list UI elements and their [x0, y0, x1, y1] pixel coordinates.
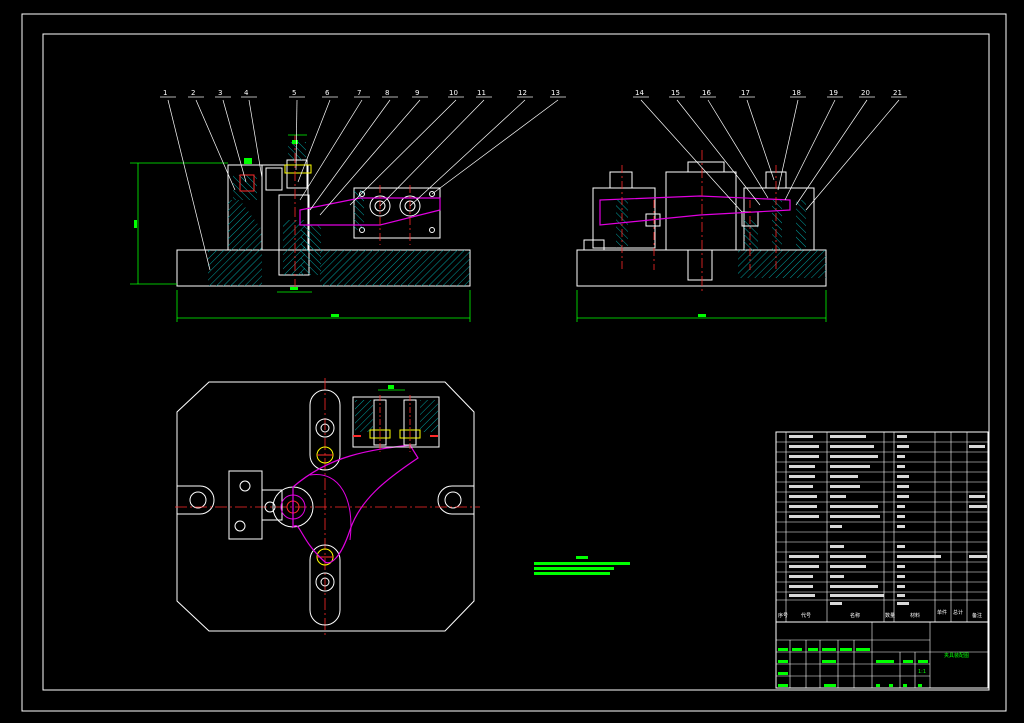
outer-frame [21, 13, 1007, 712]
top-view [175, 378, 480, 636]
balloon-label: 1 [163, 89, 167, 97]
balloon-label: 19 [829, 89, 838, 97]
balloon-label: 17 [741, 89, 750, 97]
balloon-label: 4 [244, 89, 249, 97]
top-workpiece [292, 444, 419, 564]
front-balloon-labels: 1 2 3 4 5 6 7 8 9 10 11 12 13 [163, 89, 560, 97]
inner-frame [42, 33, 990, 691]
technical-notes [534, 556, 630, 575]
balloon-label: 3 [218, 89, 222, 97]
title-block: 1:1 夹具装配图 [775, 621, 989, 689]
bom-col-total: 总计 [953, 609, 963, 616]
bom-col-name: 名称 [850, 612, 860, 619]
front-view: 1 2 3 4 5 6 7 8 9 10 11 12 13 [130, 89, 566, 322]
balloon-label: 6 [325, 89, 330, 97]
sheet-mark: 1:1 [918, 669, 926, 675]
column-hatch [228, 200, 262, 250]
balloon-label: 2 [191, 89, 195, 97]
bom-col-code: 代号 [801, 612, 811, 619]
bom-table: 序号 代号 名称 数量 材料 单件 总计 备注 [775, 431, 989, 623]
workpiece [299, 197, 441, 226]
balloon-label: 21 [893, 89, 902, 97]
balloon-label: 8 [385, 89, 389, 97]
drawing-title: 夹具装配图 [944, 652, 969, 659]
base-hatch [208, 250, 470, 286]
bom-col-material: 材料 [910, 612, 920, 619]
balloon-label: 15 [671, 89, 680, 97]
balloon-label: 20 [861, 89, 870, 97]
balloon-label: 9 [415, 89, 419, 97]
balloon-label: 12 [518, 89, 527, 97]
balloon-label: 13 [551, 89, 560, 97]
side-view: 14 15 16 17 18 19 20 21 [576, 89, 907, 322]
balloon-label: 11 [477, 89, 486, 97]
section-inset [352, 396, 440, 448]
balloon-label: 5 [292, 89, 296, 97]
bom-col-unit: 单件 [937, 609, 947, 616]
bom-col-remark: 备注 [972, 612, 982, 619]
balloon-label: 18 [792, 89, 801, 97]
balloon-label: 16 [702, 89, 711, 97]
bom-header: 序号 代号 名称 数量 材料 单件 总计 备注 [778, 609, 982, 619]
bom-col-index: 序号 [778, 612, 788, 619]
balloon-label: 7 [357, 89, 361, 97]
balloon-label: 14 [635, 89, 644, 97]
side-balloon-labels: 14 15 16 17 18 19 20 21 [635, 89, 902, 97]
bom-col-qty: 数量 [885, 612, 895, 619]
side-workpiece [599, 195, 791, 226]
balloon-label: 10 [449, 89, 458, 97]
top-base-outline [176, 381, 475, 632]
